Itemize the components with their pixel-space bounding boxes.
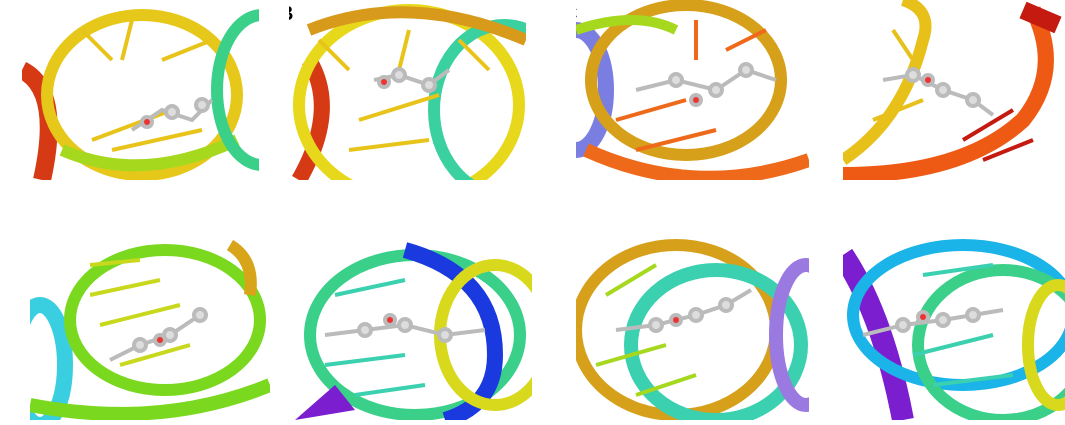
dna-ligand-image-b (292, 4, 526, 180)
dna-ligand-image-e (30, 239, 270, 420)
panel-a: A (22, 0, 259, 180)
panel-f: F (295, 235, 532, 420)
panel-d-bottom: D (843, 235, 1065, 420)
dna-ligand-image-d-bottom (843, 239, 1065, 420)
dna-ligand-image-f (295, 242, 532, 420)
panel-e: E (30, 235, 270, 420)
dna-ligand-image-g (576, 239, 809, 420)
panel-d-top: D (843, 0, 1065, 180)
dna-ligand-image-d-top (843, 0, 1062, 180)
panel-c: C (576, 0, 809, 180)
panel-b: B (289, 0, 526, 180)
dna-ligand-image-a (22, 9, 259, 180)
panel-label: C (576, 4, 577, 24)
panel-label: B (289, 4, 293, 24)
panel-g: G (576, 235, 809, 420)
dna-ligand-image-c (576, 0, 809, 180)
